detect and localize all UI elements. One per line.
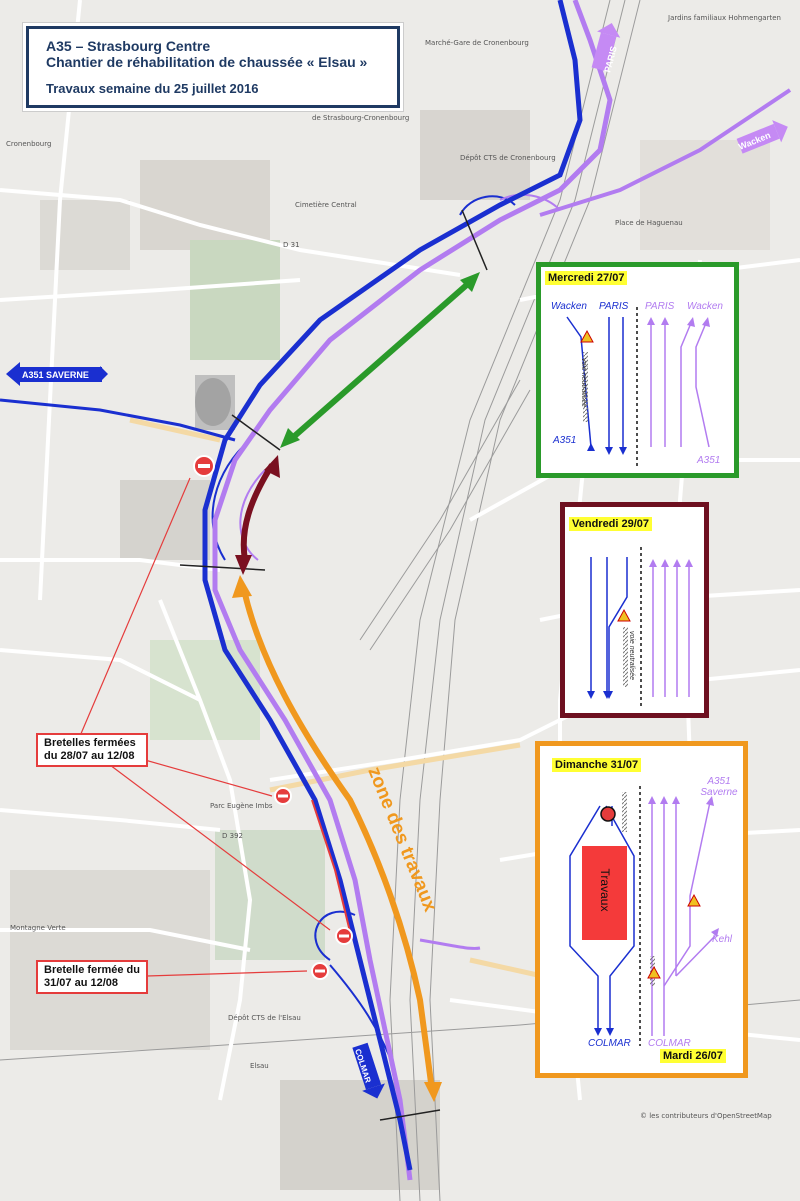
mercredi-label-wacken: Wacken: [551, 301, 587, 312]
mercredi-label-paris-s: PARIS: [599, 301, 629, 312]
callout-bretelles-text: Bretelles fermées du 28/07 au 12/08: [44, 737, 136, 762]
a35-northbound: [212, 0, 613, 1181]
panel-vendredi-date: Vendredi 29/07: [569, 517, 653, 531]
mercredi-label-a351-n: A351: [697, 455, 721, 466]
callout-bretelles: Bretelles fermées du 28/07 au 12/08: [36, 733, 148, 767]
label-elsau: Elsau: [250, 1062, 269, 1070]
label-parc-elsau: Parc Eugène Imbs: [210, 802, 273, 810]
mercredi-arrowhead-north: [460, 272, 480, 292]
title-box: A35 – Strasbourg Centre Chantier de réha…: [26, 26, 400, 108]
dimanche-label-colmar-s: COLMAR: [588, 1038, 631, 1049]
panel-dimanche-date2: Mardi 26/07: [660, 1049, 726, 1063]
mercredi-arrow: [288, 279, 472, 443]
label-place-haguenau: Place de Haguenau: [615, 219, 683, 227]
direction-arrows: [6, 23, 788, 1099]
label-marche-gare: Marché-Gare de Cronenbourg: [425, 39, 529, 47]
dimanche-label-a351: A351 Saverne: [700, 776, 738, 798]
label-montagne-verte: Montagne Verte: [10, 924, 66, 932]
section-cuts: [179, 209, 488, 1121]
callout-bretelle-text: Bretelle fermée du 31/07 au 12/08: [44, 964, 140, 989]
vendredi-label-voie: voie neutralisée: [628, 630, 636, 681]
map-attribution: © les contributeurs d'OpenStreetMap: [640, 1112, 772, 1120]
mercredi-label-a351-s: A351: [553, 435, 577, 446]
vendredi-arrowhead-north: [264, 455, 280, 478]
label-jardins: Jardins familiaux Hohmengarten: [667, 14, 781, 22]
a35-southbound: [202, 0, 583, 1171]
panel-vendredi: Vendredi 29/07 voie neutralisée: [560, 502, 709, 718]
label-depot-elsau: Dépôt CTS de l'Elsau: [228, 1014, 301, 1022]
panel-vendredi-diagram: [587, 547, 693, 707]
mercredi-label-paris-n: PARIS: [645, 301, 675, 312]
no-entry-icons: [193, 455, 353, 980]
label-d31: D 31: [283, 241, 300, 249]
label-depot-cts: Dépôt CTS de Cronenbourg: [460, 154, 556, 162]
callout-leaders: [79, 477, 331, 977]
label-a351-saverne: A351 SAVERNE: [22, 370, 89, 380]
title-line-3: Travaux semaine du 25 juillet 2016: [46, 81, 259, 96]
panel-mercredi-diagram: [566, 307, 710, 467]
mercredi-label-voie: voie neutralisée: [580, 357, 588, 408]
title-line-1: A35 – Strasbourg Centre: [46, 38, 211, 54]
panel-dimanche-date: Dimanche 31/07: [552, 758, 642, 772]
panel-mercredi: Mercredi 27/07 Wacken PARIS PARIS Wacken…: [536, 262, 739, 478]
vendredi-arrow: [240, 463, 275, 561]
dimanche-label-kehl: Kehl: [712, 934, 733, 945]
mercredi-arrowhead-south: [280, 428, 300, 448]
a351-branch: [0, 398, 236, 442]
panel-dimanche: Dimanche 31/07 Mardi 26/07 A351 Saverne …: [535, 741, 748, 1078]
dimanche-arrow: [241, 589, 435, 1091]
label-cronenbourg: Cronenbourg: [6, 140, 51, 148]
closure-red-line: [311, 799, 353, 941]
vendredi-arrowhead-south: [235, 555, 252, 575]
dimanche-label-travaux: Travaux: [598, 868, 612, 912]
label-d392: D 392: [222, 832, 243, 840]
dimanche-arrowhead-north: [232, 575, 252, 598]
dimanche-label-colmar-n: COLMAR: [648, 1038, 691, 1049]
callout-bretelle: Bretelle fermée du 31/07 au 12/08: [36, 960, 148, 994]
wacken-branch: [539, 88, 792, 217]
dimanche-arrowhead-south: [424, 1082, 442, 1102]
mercredi-label-wacken-n: Wacken: [687, 301, 723, 312]
title-line-2: Chantier de réhabilitation de chaussée «…: [46, 54, 368, 70]
label-strasbourg-cronenbourg: de Strasbourg-Cronenbourg: [312, 114, 409, 122]
label-cimetiere: Cimetière Central: [295, 201, 357, 209]
panel-dimanche-diagram: [569, 786, 719, 1046]
panel-mercredi-date: Mercredi 27/07: [545, 271, 628, 285]
